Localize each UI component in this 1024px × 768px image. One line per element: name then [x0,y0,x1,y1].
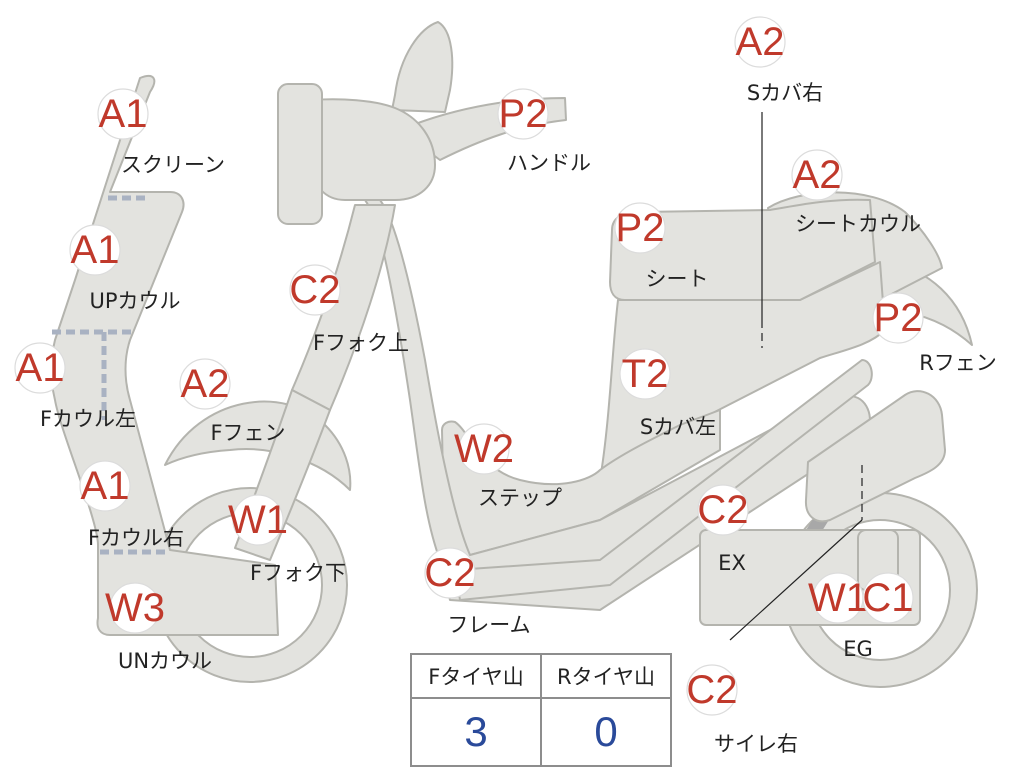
frame-grade: C2 [424,551,475,595]
muffler-right-badge-circle [686,664,738,716]
engine-grade: W1 [808,576,868,620]
rear-tire-header: Rタイヤ山 [540,653,672,699]
screen-badge: A1 スクリーン [97,88,225,177]
un-cowl-grade: W3 [105,586,165,630]
engine-label: EG [843,637,873,661]
f-cowl-right-grade: A1 [81,464,130,508]
f-fork-upper-grade: C2 [289,268,340,312]
frame-badge: C2 フレーム [424,547,531,637]
up-cowl-grade: A1 [71,228,120,272]
s-cover-left-grade: T2 [622,352,669,396]
up-cowl-badge-circle [69,224,121,276]
seat-cowl-badge: A2 シートカウル [791,149,921,236]
screen-badge-circle [97,88,149,140]
s-cover-left-label: Sカバ左 [640,415,716,439]
step-grade: W2 [454,427,514,471]
seat-badge: P2 シート [614,202,709,291]
seat-cowl-badge-circle [791,149,843,201]
seat-cowl-grade: A2 [793,153,842,197]
s-cover-right-grade: A2 [736,20,785,64]
un-cowl-label: UNカウル [118,649,212,673]
handle-badge-circle [497,88,549,140]
r-fender-grade: P2 [874,296,923,340]
rear-tire-value: 0 [540,697,672,767]
handle-badge: P2 ハンドル [497,88,591,175]
f-fender-grade: A2 [181,362,230,406]
un-cowl-badge-circle [109,582,161,634]
step-badge: W2 ステップ [454,423,562,510]
f-cowl-left-badge-circle [14,342,66,394]
f-cowl-left-grade: A1 [16,346,65,390]
step-badge-circle [458,423,510,475]
f-fork-lower-label: Fフォク下 [250,561,346,585]
front-tire-header: Fタイヤ山 [410,653,542,699]
s-cover-right-label: Sカバ右 [747,81,823,105]
screen-label: スクリーン [121,153,225,177]
muffler-right-leader [729,519,863,641]
screen-grade: A1 [99,92,148,136]
f-cowl-right-badge-circle [79,460,131,512]
handle-label: ハンドル [507,151,591,175]
frame-label: フレーム [447,613,530,637]
engine-extra-badge-circle [862,572,914,624]
step-label: ステップ [478,486,562,510]
handle-grade: P2 [499,92,548,136]
seat-label: シート [646,267,709,291]
f-fender-badge-circle [179,358,231,410]
grade-badges: A1スクリーンA1UPカウルA1Fカウル左A1Fカウル右W3UNカウルA2Fフェ… [14,16,997,756]
engine-extra-grade: C1 [862,576,913,620]
engine-extra-badge: C1 [862,572,914,624]
grip-shape [277,83,323,225]
frame-badge-circle [424,547,476,599]
exhaust-label: EX [718,551,746,575]
exhaust-badge-circle [697,484,749,536]
tire-tread-table: Fタイヤ山 Rタイヤ山 3 0 [410,653,672,767]
r-fender-badge-circle [872,292,924,344]
seat-badge-circle [614,202,666,254]
meter-body-shape [311,98,436,201]
r-fender-label: Rフェン [919,351,997,375]
f-cowl-left-label: Fカウル左 [40,407,136,431]
frame-lower-tube [454,359,873,601]
f-fork-lower-grade: W1 [228,498,288,542]
f-fork-lower-badge-circle [232,494,284,546]
f-cowl-right-label: Fカウル右 [88,526,184,550]
up-cowl-label: UPカウル [89,289,180,313]
muffler-right-badge: C2 サイレ右 [686,664,798,756]
seat-grade: P2 [616,206,665,250]
s-cover-left-badge-circle [619,348,671,400]
muffler-right-label: サイレ右 [714,732,798,756]
muffler-right-grade: C2 [686,668,737,712]
front-tire-value: 3 [410,697,542,767]
f-fork-upper-label: Fフォク上 [313,331,409,355]
f-fork-upper-badge-circle [289,264,341,316]
s-cover-right-badge-circle [734,16,786,68]
seat-cowl-label: シートカウル [795,212,921,236]
f-fender-label: Fフェン [210,421,285,445]
headlight-shape [391,21,454,113]
muffler-shape [804,390,946,523]
exhaust-grade: C2 [697,488,748,532]
